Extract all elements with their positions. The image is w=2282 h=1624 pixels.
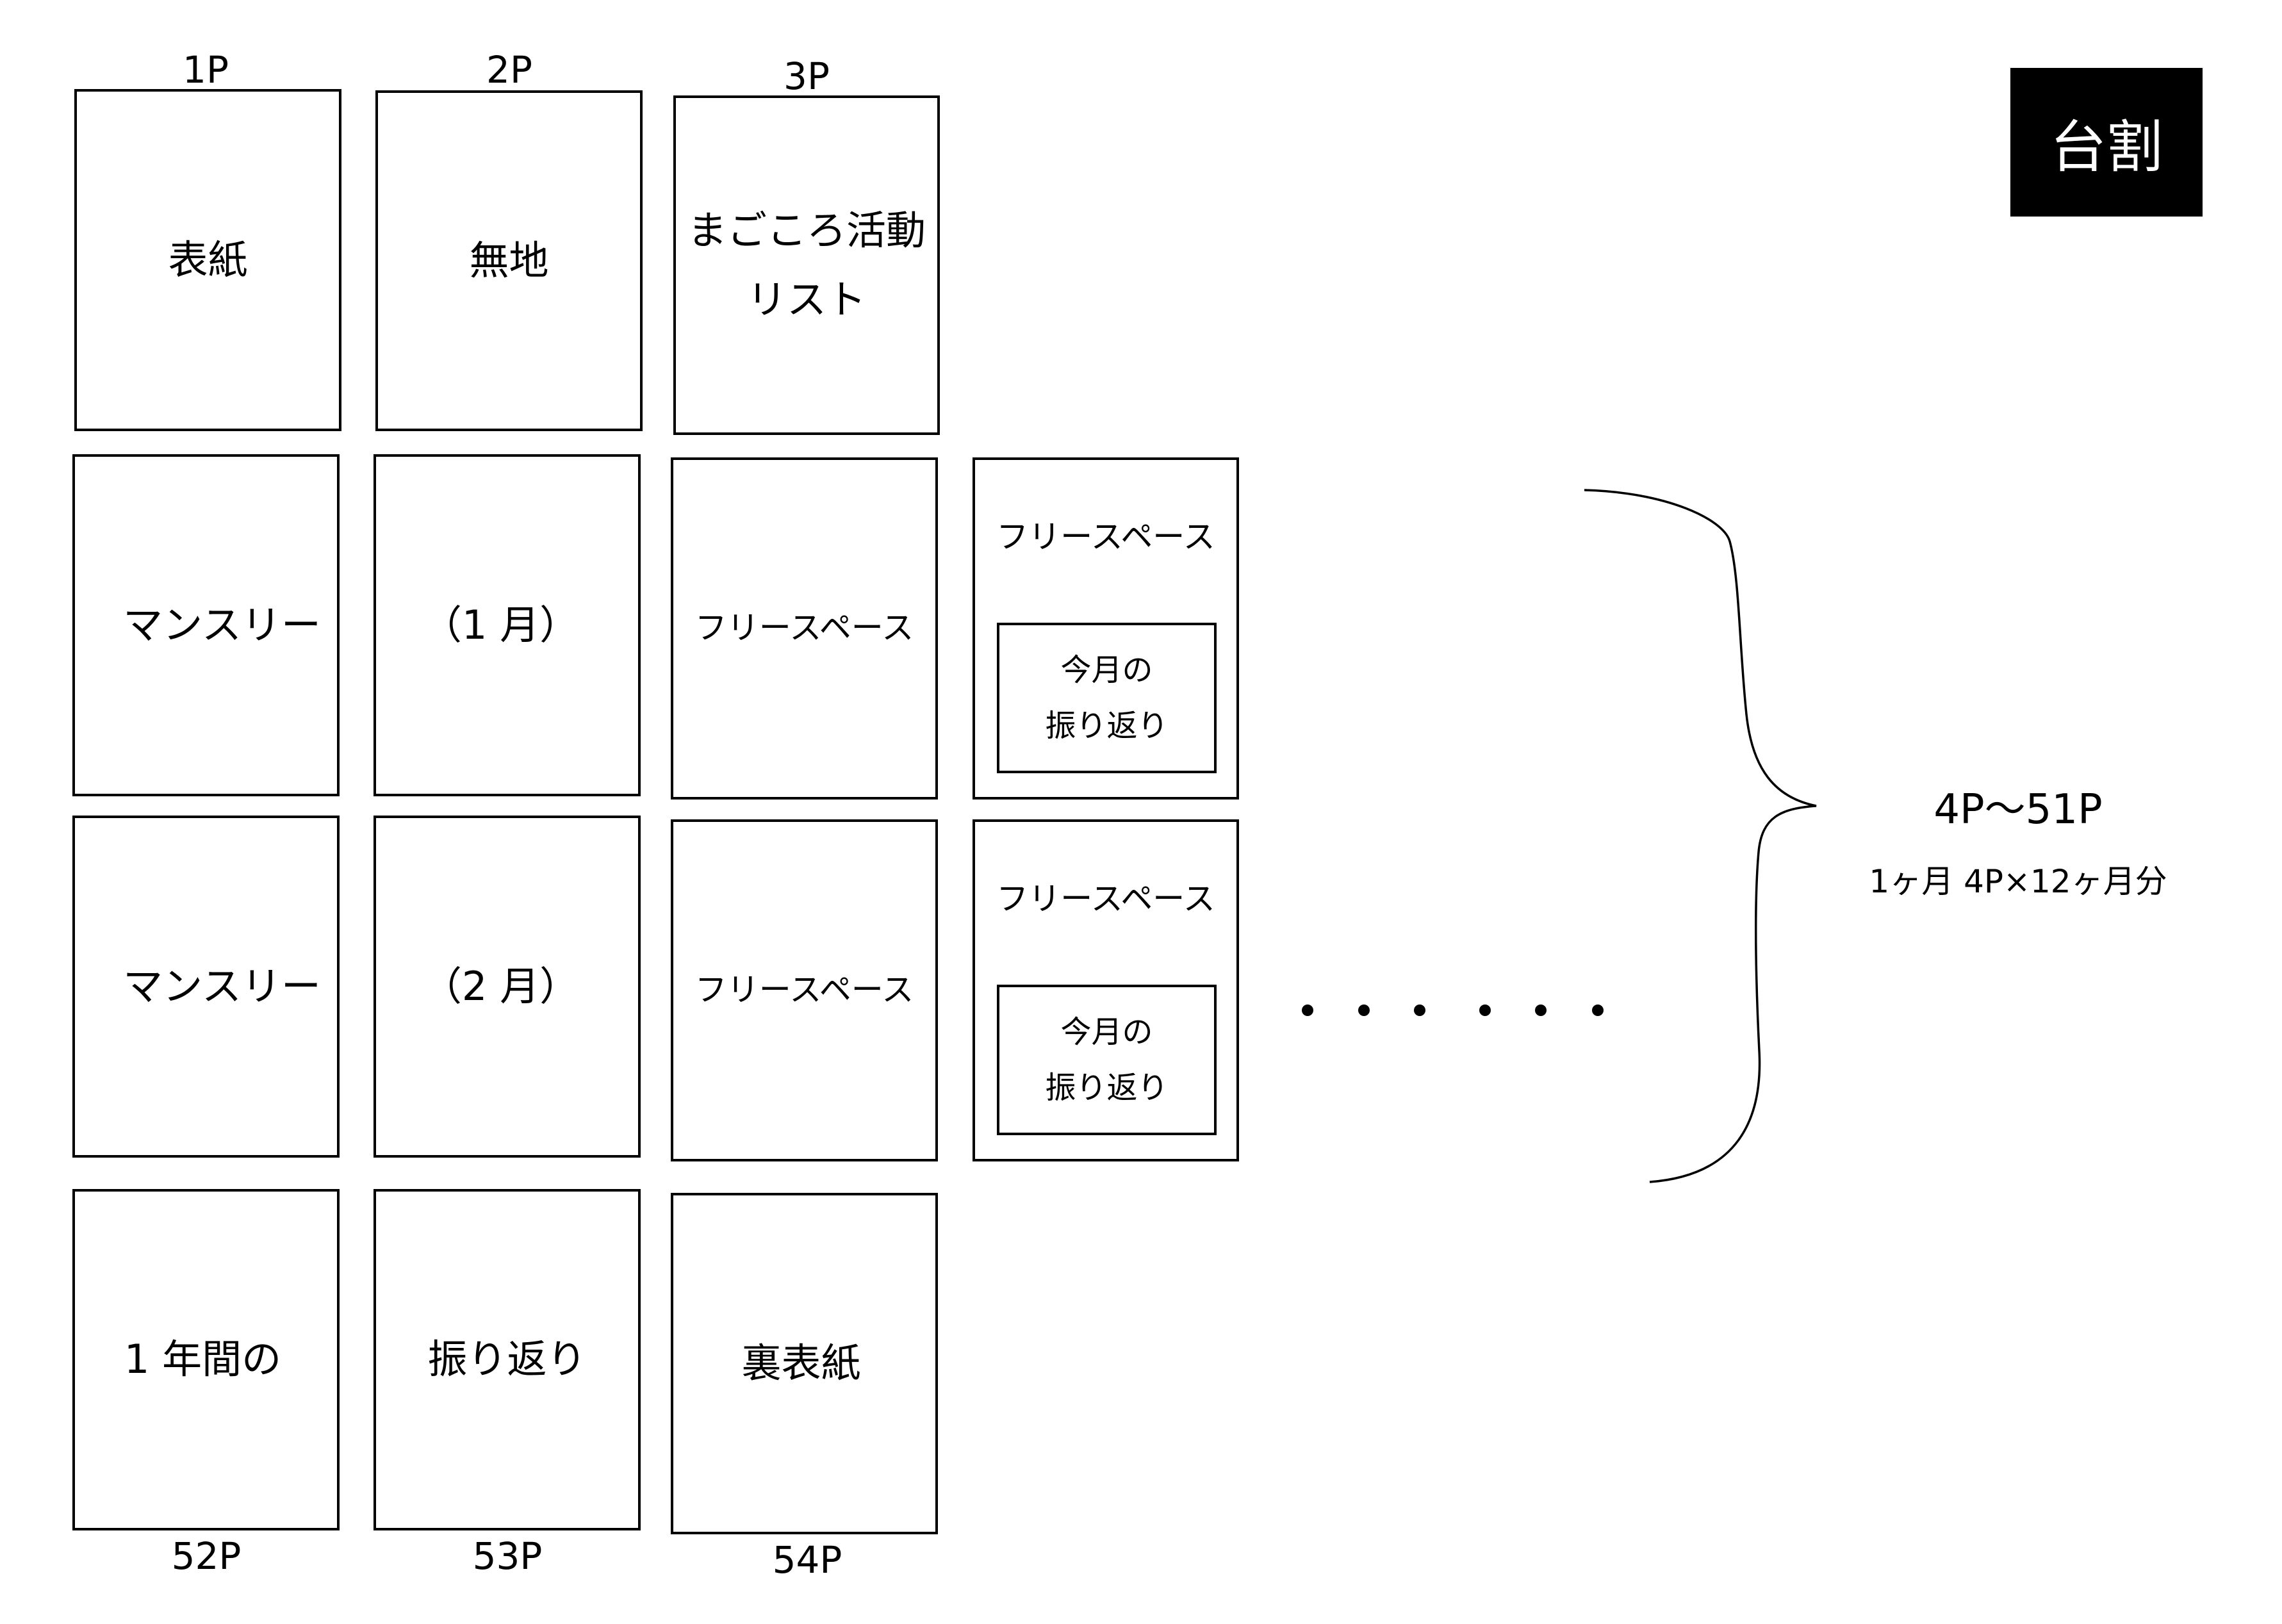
- page-range-label: 4P〜51P: [1933, 786, 2103, 833]
- page-title: マンスリー: [123, 962, 321, 1010]
- page-free-space: フリースペース: [671, 819, 938, 1161]
- page-number-label: 1P: [183, 48, 229, 92]
- continuation-dot: [1479, 1005, 1491, 1016]
- page-title: フリースペース: [996, 880, 1215, 917]
- page-blank: 無地: [375, 90, 643, 431]
- page-year-review-left: 1 年間の: [72, 1189, 340, 1530]
- page-title: フリースペース: [694, 609, 914, 647]
- page-title: 無地: [469, 236, 549, 284]
- page-cover: 表紙: [74, 89, 341, 431]
- page-number-label: 52P: [171, 1534, 242, 1578]
- page-monthly-left: マンスリー: [72, 454, 340, 796]
- page-title: まごころ活動 リスト: [687, 206, 926, 324]
- continuation-dot: [1414, 1005, 1425, 1016]
- page-monthly-left: マンスリー: [72, 816, 340, 1158]
- page-title: 表紙: [168, 236, 248, 283]
- continuation-dot: [1592, 1005, 1604, 1016]
- page-number-label: 3P: [784, 54, 830, 98]
- page-free-space: フリースペース: [671, 457, 938, 800]
- continuation-dot: [1302, 1005, 1313, 1016]
- curly-brace: [1584, 489, 1817, 1183]
- page-free-space-review: フリースペース 今月の 振り返り: [973, 819, 1239, 1161]
- continuation-dot: [1358, 1005, 1370, 1016]
- continuation-dots: [1302, 1005, 1604, 1016]
- page-number-label: 54P: [772, 1538, 842, 1582]
- page-title: 裏表紙: [741, 1340, 861, 1387]
- page-title: マンスリー: [123, 601, 321, 648]
- page-activity-list: まごころ活動 リスト: [673, 95, 940, 435]
- page-free-space-review: フリースペース 今月の 振り返り: [973, 457, 1239, 800]
- page-number-label: 53P: [472, 1534, 543, 1578]
- page-title: 1 年間の: [124, 1336, 282, 1383]
- page-title: フリースペース: [996, 518, 1215, 555]
- page-range-note: 1ヶ月 4P×12ヶ月分: [1869, 863, 2167, 900]
- monthly-review-box: 今月の 振り返り: [997, 623, 1217, 773]
- continuation-dot: [1535, 1005, 1547, 1016]
- page-title: 振り返り: [427, 1336, 587, 1383]
- page-year-review-right: 振り返り: [373, 1189, 641, 1530]
- page-title: （2 月）: [422, 962, 580, 1010]
- monthly-review-box: 今月の 振り返り: [997, 985, 1217, 1135]
- page-back-cover: 裏表紙: [671, 1193, 938, 1534]
- page-title: フリースペース: [694, 971, 914, 1009]
- page-monthly-right: （2 月）: [373, 816, 641, 1158]
- title-badge: 台割: [2010, 68, 2203, 217]
- page-title: （1 月）: [422, 601, 580, 648]
- page-number-label: 2P: [486, 48, 532, 92]
- title-text: 台割: [2049, 113, 2163, 180]
- page-monthly-right: （1 月）: [373, 454, 641, 796]
